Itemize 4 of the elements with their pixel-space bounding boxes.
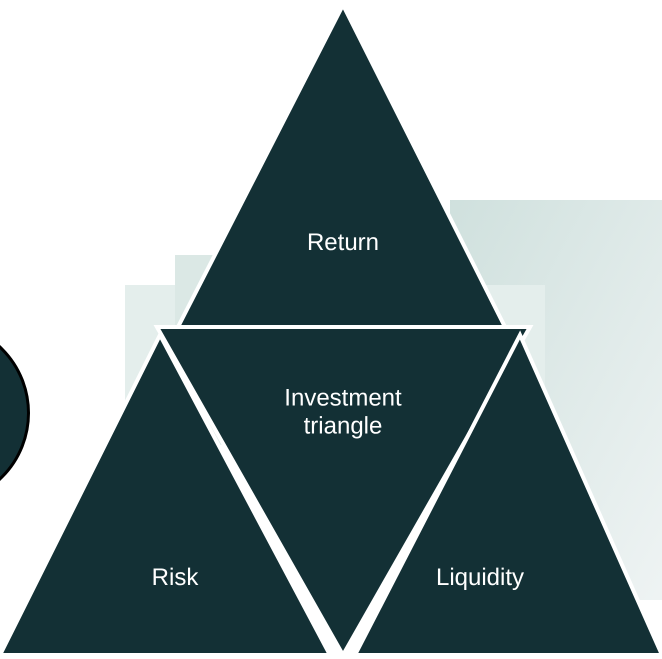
node-label: Risk	[152, 564, 198, 592]
node-label: Investment triangle	[283, 384, 403, 440]
node-label: Liquidity	[436, 564, 524, 592]
node-label: Return	[306, 229, 380, 257]
